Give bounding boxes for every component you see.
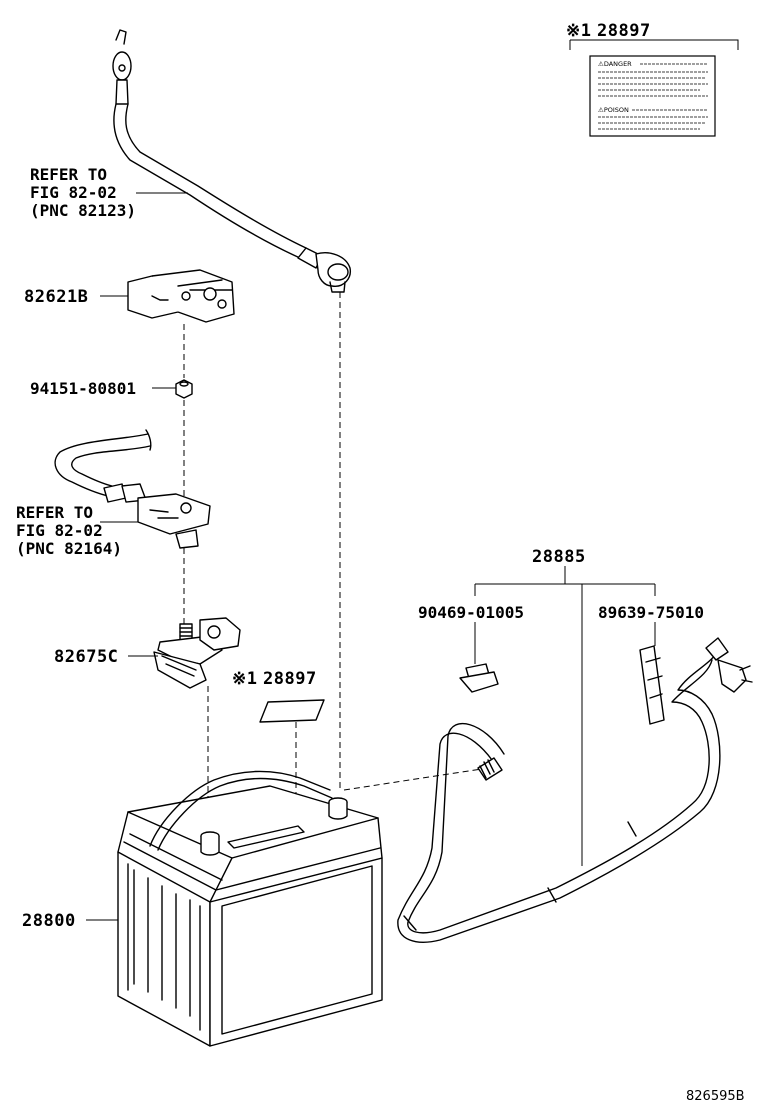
refer-top-line2: FIG 82-02 [30,183,117,202]
refer-top-line3: (PNC 82123) [30,201,136,220]
warning-label-small: ※1 28897 [232,669,325,723]
refer-top-line1: REFER TO [30,165,107,184]
alignment-lines [183,292,489,830]
callout-cover: 82621B [24,287,88,307]
label-poison-heading: ⚠POISON [598,106,629,114]
label-callout-number: 28897 [597,21,651,41]
label-leader-line [569,39,739,50]
nut-94151-80801 [152,379,193,399]
label-danger-heading: ⚠DANGER [598,60,632,68]
negative-cable [112,29,351,293]
label-callout-mark: ※1 [566,21,591,41]
positive-cable [54,429,211,549]
label-text-lines [598,63,708,97]
terminal-clamp-82675C [128,617,241,689]
refer-mid-line2: FIG 82-02 [16,521,103,540]
callout-nut: 94151-80801 [30,379,136,398]
callout-vent-hose: 28885 [532,547,586,567]
refer-mid-line3: (PNC 82164) [16,539,122,558]
callout-hose-clamp: 89639-75010 [598,603,704,622]
warning-label-callout: ※1 28897 ⚠DANGER ⚠POISON [566,21,739,137]
callout-clamp: 82675C [54,647,118,667]
label-mid-number: 28897 [263,669,317,689]
label-mid-mark: ※1 [232,669,257,689]
diagram-code: 826595B [686,1089,745,1104]
callout-battery: 28800 [22,911,76,931]
battery-28800 [86,770,383,1047]
terminal-cover-82621B [100,269,235,323]
callout-vent-plug: 90469-01005 [418,603,524,622]
refer-mid-line1: REFER TO [16,503,93,522]
label-text-lines-2 [598,109,708,130]
vent-hose-28885 [397,566,753,943]
